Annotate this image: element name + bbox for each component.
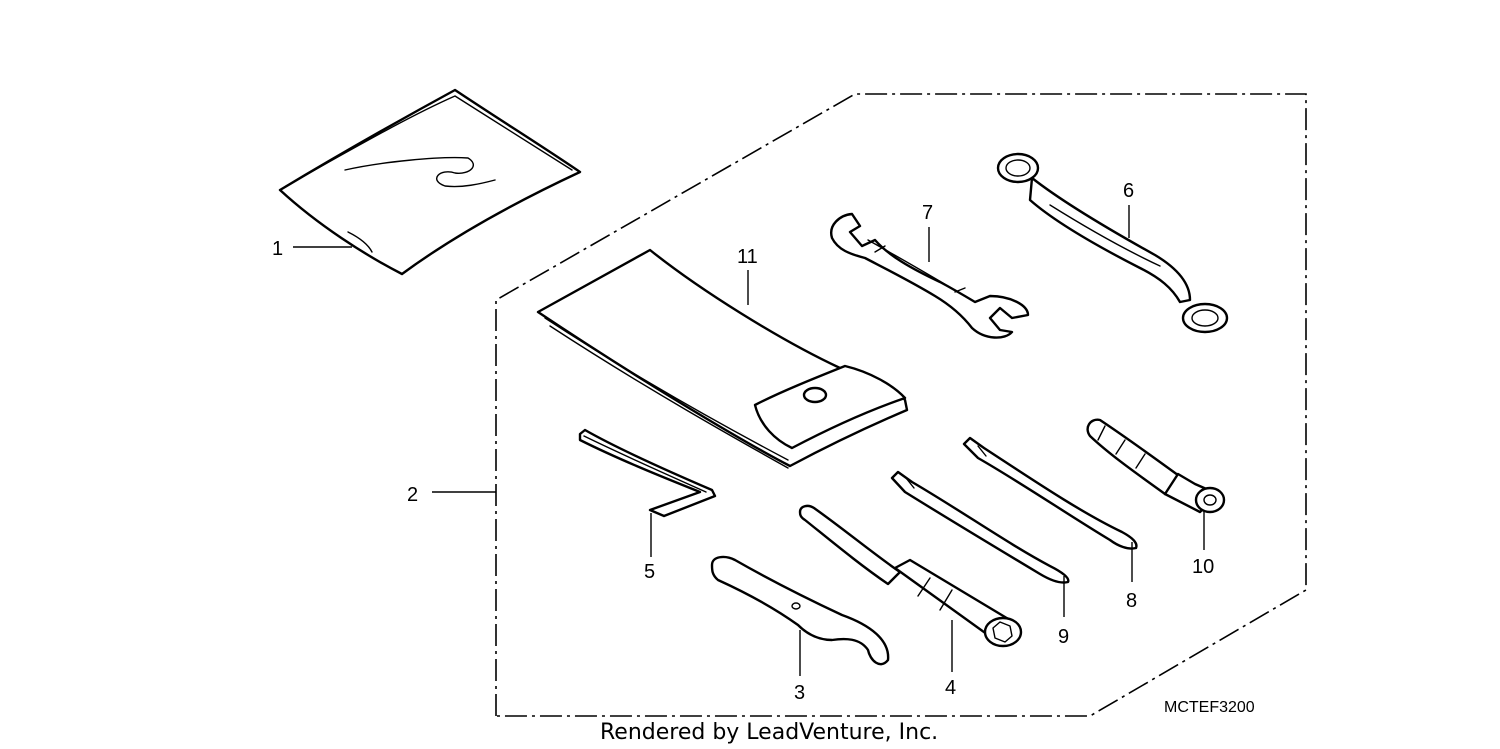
callout-8: 8 <box>1126 590 1137 612</box>
part-7-open-end-wrench[interactable] <box>830 212 1030 339</box>
part-11-tool-roll[interactable] <box>536 248 909 469</box>
part-9-screwdriver-bit[interactable] <box>890 470 1070 584</box>
tool-kit-boundary <box>495 93 1307 717</box>
part-8-screwdriver-bit[interactable] <box>962 436 1138 550</box>
part-3-pin-spanner[interactable] <box>710 555 890 666</box>
part-10-screwdriver-handle[interactable] <box>1086 418 1226 514</box>
callout-10: 10 <box>1192 556 1214 578</box>
callout-9: 9 <box>1058 626 1069 648</box>
callout-5: 5 <box>644 561 655 583</box>
callout-7: 7 <box>922 202 933 224</box>
part-5-hex-key[interactable] <box>578 428 717 518</box>
part-6-box-wrench[interactable] <box>996 152 1229 334</box>
diagram-code: MCTEF3200 <box>1164 699 1255 716</box>
callout-3: 3 <box>794 682 805 704</box>
callout-1: 1 <box>272 238 283 260</box>
leader-lines <box>293 205 1205 676</box>
callout-4: 4 <box>945 677 956 699</box>
render-credit: Rendered by LeadVenture, Inc. <box>600 720 938 745</box>
callout-11: 11 <box>737 246 758 268</box>
part-1-tool-bag[interactable] <box>278 88 582 276</box>
callout-6: 6 <box>1123 180 1134 202</box>
callout-2: 2 <box>407 484 418 506</box>
part-4-spark-plug-wrench[interactable] <box>798 504 1023 648</box>
